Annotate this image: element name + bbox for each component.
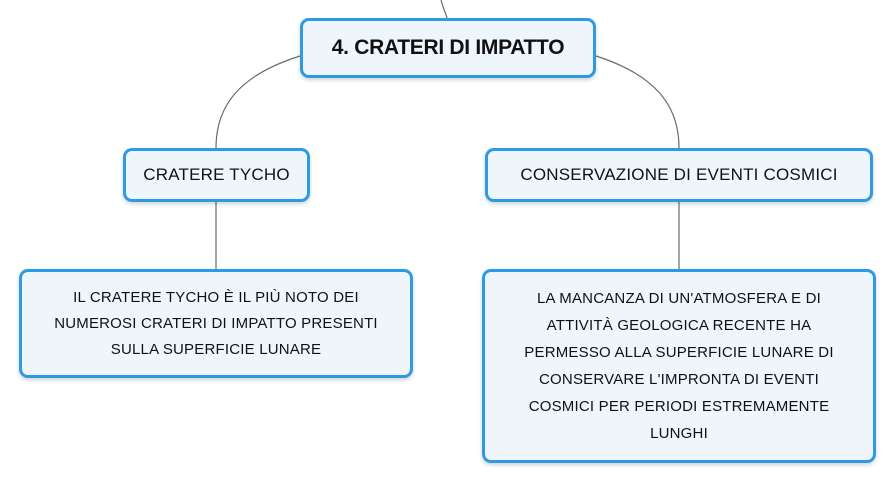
connector-root-to-right-branch	[595, 55, 680, 149]
detail-node-conservazione-eventi-cosmici[interactable]: LA MANCANZA DI UN'ATMOSFERA E DI ATTIVIT…	[482, 269, 876, 463]
branch-label-conservazione-eventi-cosmici: CONSERVAZIONE DI EVENTI COSMICI	[520, 165, 838, 184]
detail-node-cratere-tycho[interactable]: IL CRATERE TYCHO È IL PIÙ NOTO DEI NUMER…	[19, 269, 413, 378]
branch-node-conservazione-eventi-cosmici[interactable]: CONSERVAZIONE DI EVENTI COSMICI	[485, 148, 873, 202]
detail-text-conservazione-eventi-cosmici: LA MANCANZA DI UN'ATMOSFERA E DI ATTIVIT…	[524, 290, 834, 442]
root-topic-node[interactable]: 4. CRATERI DI IMPATTO	[300, 18, 596, 78]
connector-from-parent	[440, 0, 448, 19]
connector-root-to-left-branch	[215, 55, 301, 149]
branch-label-cratere-tycho: CRATERE TYCHO	[143, 165, 290, 184]
branch-node-cratere-tycho[interactable]: CRATERE TYCHO	[123, 148, 310, 202]
root-topic-label: 4. CRATERI DI IMPATTO	[331, 36, 565, 59]
detail-text-cratere-tycho: IL CRATERE TYCHO È IL PIÙ NOTO DEI NUMER…	[54, 288, 378, 358]
